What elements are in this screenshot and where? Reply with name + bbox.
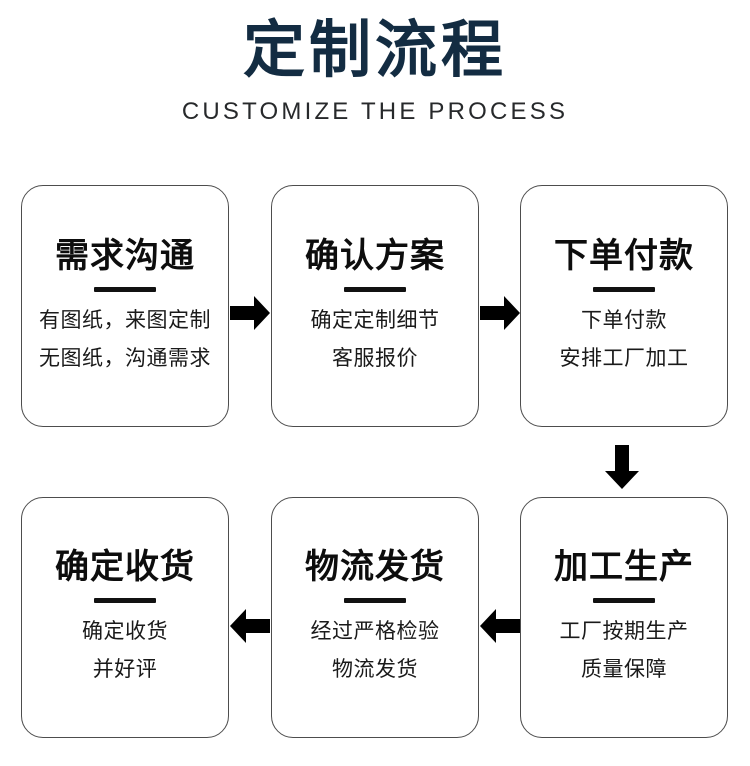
- step-5-line-1: 经过严格检验: [310, 619, 440, 643]
- step-4-title: 加工生产: [554, 547, 694, 587]
- step-4-divider: [593, 598, 655, 603]
- page-title: 定制流程: [242, 13, 507, 86]
- step-card-4: 加工生产 工厂按期生产 质量保障: [520, 497, 728, 738]
- step-1-divider: [94, 286, 156, 292]
- arrow-right-icon: [478, 294, 522, 332]
- step-3-line-2: 安排工厂加工: [559, 345, 689, 370]
- step-card-5: 物流发货 经过严格检验 物流发货: [271, 497, 479, 738]
- arrow-right-icon: [228, 294, 272, 332]
- arrow-left-icon: [228, 607, 272, 645]
- step-6-title: 确定收货: [55, 547, 195, 587]
- step-2-title: 确认方案: [305, 235, 445, 276]
- page-subtitle: CUSTOMIZE THE PROCESS: [181, 98, 569, 125]
- step-6-divider: [94, 598, 156, 603]
- page-header: 定制流程 CUSTOMIZE THE PROCESS: [0, 0, 750, 126]
- step-2-line-1: 确定定制细节: [310, 307, 440, 332]
- step-card-1: 需求沟通 有图纸，来图定制 无图纸，沟通需求: [21, 185, 229, 427]
- step-4-line-2: 质量保障: [581, 657, 667, 681]
- step-card-2: 确认方案 确定定制细节 客服报价: [271, 185, 479, 427]
- step-6-line-1: 确定收货: [82, 619, 168, 643]
- step-card-3: 下单付款 下单付款 安排工厂加工: [520, 185, 728, 427]
- step-1-line-1: 有图纸，来图定制: [39, 307, 211, 332]
- step-card-6: 确定收货 确定收货 并好评: [21, 497, 229, 738]
- step-1-line-2: 无图纸，沟通需求: [39, 345, 211, 370]
- step-1-title: 需求沟通: [55, 235, 195, 276]
- step-2-line-2: 客服报价: [332, 345, 418, 370]
- step-5-divider: [344, 598, 406, 603]
- arrow-down-icon: [602, 443, 642, 491]
- step-5-line-2: 物流发货: [332, 657, 418, 681]
- arrow-left-icon: [478, 607, 522, 645]
- step-3-line-1: 下单付款: [581, 307, 667, 332]
- step-3-title: 下单付款: [554, 235, 694, 276]
- step-4-line-1: 工厂按期生产: [559, 619, 689, 643]
- step-6-line-2: 并好评: [92, 657, 158, 681]
- step-5-title: 物流发货: [305, 547, 445, 587]
- step-2-divider: [344, 286, 406, 292]
- step-3-divider: [593, 286, 655, 292]
